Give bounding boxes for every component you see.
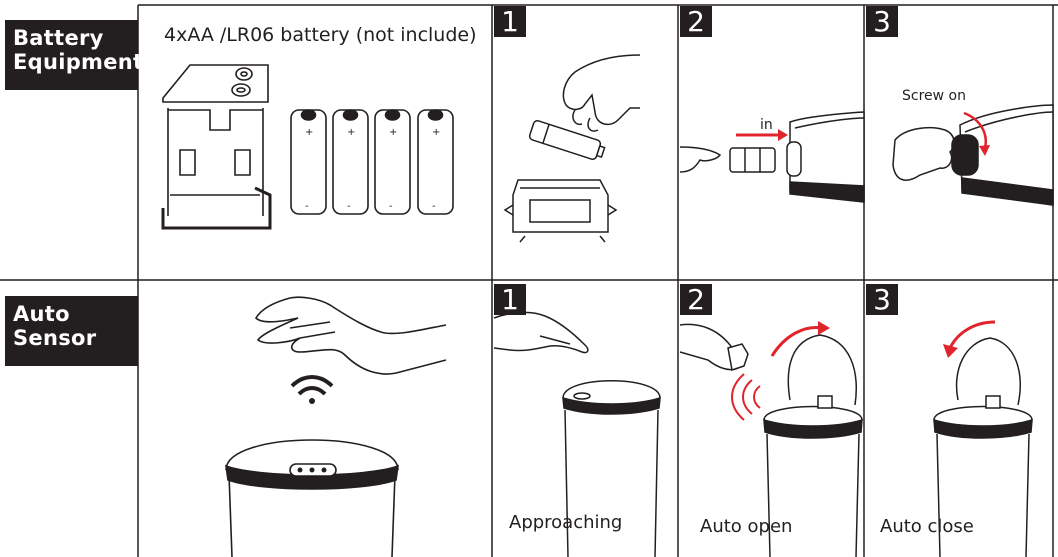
- install-step-1-number: 1: [494, 6, 526, 37]
- open-arrow-icon: [770, 321, 830, 357]
- arrow-in-icon: [736, 129, 788, 141]
- section-sensor-line2: Sensor: [13, 326, 97, 350]
- trash-bin-open-icon: [763, 334, 863, 557]
- hand-approaching-icon: [493, 311, 589, 354]
- section-auto-sensor: Auto Sensor: [5, 296, 138, 366]
- svg-text:-: -: [389, 201, 393, 212]
- battery-holder-icon: [161, 64, 272, 230]
- hand-wave-icon: [254, 296, 447, 375]
- svg-text:+: +: [432, 127, 440, 138]
- hand-tossing-trash-icon: [679, 323, 749, 371]
- insert-holder-into-lid-icon: [679, 111, 865, 203]
- trash-bin-approaching-icon: [562, 380, 661, 557]
- caption-auto-open: Auto open: [700, 516, 793, 537]
- svg-text:-: -: [305, 201, 309, 212]
- screw-on-cap-icon: [892, 104, 1054, 206]
- rotate-arrow-icon: [963, 111, 990, 156]
- svg-text:-: -: [347, 201, 351, 212]
- wifi-signal-icon: [290, 375, 334, 404]
- svg-text:+: +: [347, 127, 355, 138]
- screw-on-label: Screw on: [902, 88, 966, 104]
- install-step-2-number: 2: [680, 6, 712, 37]
- sensor-step-3-number: 3: [866, 284, 898, 315]
- trash-bin-large-icon: [225, 439, 399, 557]
- sensor-waves-icon: [731, 373, 761, 421]
- aa-batteries-icon: + - + - + - + -: [290, 109, 454, 215]
- section-battery-equipment: Battery Equipment: [5, 20, 144, 90]
- battery-note: 4xAA /LR06 battery (not include): [164, 24, 477, 46]
- svg-text:+: +: [305, 127, 313, 138]
- sensor-step-2-number: 2: [680, 284, 712, 315]
- in-label: in: [760, 117, 773, 133]
- install-step-3-number: 3: [866, 6, 898, 37]
- sensor-step-1-number: 1: [494, 284, 526, 315]
- caption-auto-close: Auto close: [880, 516, 974, 537]
- section-battery-line1: Battery: [13, 26, 104, 50]
- hand-inserting-battery-icon: [503, 54, 641, 243]
- section-sensor-line1: Auto: [13, 302, 70, 326]
- svg-text:-: -: [432, 201, 436, 212]
- section-battery-line2: Equipment: [13, 50, 144, 74]
- svg-text:+: +: [389, 127, 397, 138]
- trash-bin-closing-icon: [933, 337, 1033, 557]
- close-arrow-icon: [943, 320, 996, 358]
- grid-lines: [0, 4, 1058, 557]
- caption-approaching: Approaching: [509, 512, 623, 533]
